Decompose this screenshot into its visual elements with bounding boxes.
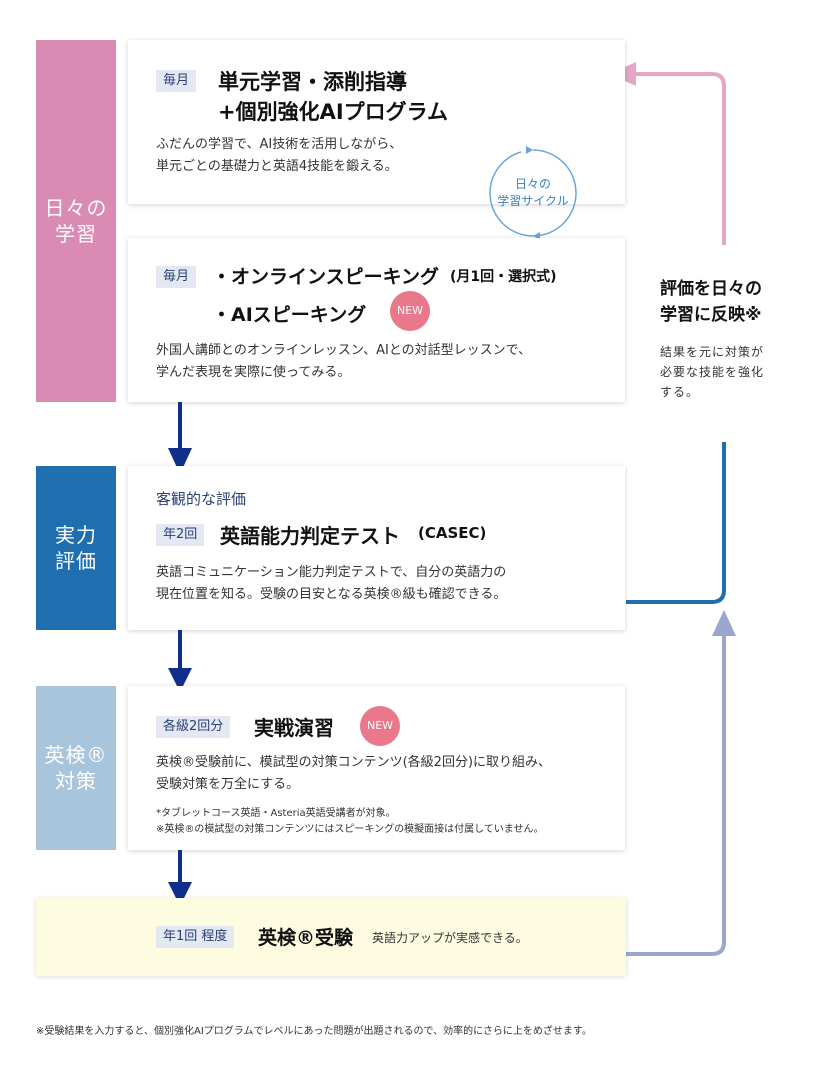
card-description: 英語力アップが実感できる。 <box>372 931 528 945</box>
frequency-tag: 年1回 程度 <box>156 926 235 948</box>
card-title-note: (月1回・選択式) <box>450 269 557 285</box>
card-eiken-exam: 年1回 程度 英検®受験 英語力アップが実感できる。 <box>36 898 626 976</box>
frequency-tag: 毎月 <box>156 70 197 92</box>
card-practice: 各級2回分 実戦演習 NEW 英検®受験前に、模試型の対策コンテンツ(各級2回分… <box>128 686 625 850</box>
card-title-line1: ・オンラインスピーキング <box>212 266 440 288</box>
card-description: 英検®受験前に、模試型の対策コンテンツ(各級2回分)に取り組み、 受験対策を万全… <box>156 755 552 792</box>
card-title: 英検®受験 <box>258 927 354 949</box>
down-arrow-1 <box>168 402 192 474</box>
card-casec-test: 客観的な評価 年2回 英語能力判定テスト (CASEC) 英語コミュニケーション… <box>128 466 625 630</box>
feedback-box: 評価を日々の 学習に反映※ 結果を元に対策が 必要な技能を強化 する。 <box>644 246 806 442</box>
card-notes: *タブレットコース英語・Asteria英語受講者が対象。 ※英検®の模試型の対策… <box>156 808 544 835</box>
new-badge: NEW <box>390 291 430 331</box>
card-title-line1: 単元学習・添削指導 <box>218 70 407 94</box>
feedback-description: 結果を元に対策が 必要な技能を強化 する。 <box>660 345 765 399</box>
card-description: 英語コミュニケーション能力判定テストで、自分の英語力の 現在位置を知る。受験の目… <box>156 565 507 602</box>
card-title: 実戦演習 <box>254 716 334 740</box>
footnote: ※受験結果を入力すると、個別強化AIプログラムでレベルにあった問題が出題されるの… <box>36 1026 592 1037</box>
cycle-circle-icon <box>489 146 577 240</box>
card-description: 外国人講師とのオンラインレッスン、AIとの対話型レッスンで、 学んだ表現を実際に… <box>156 343 532 380</box>
sidebar-daily: 日々の 学習 <box>36 40 116 402</box>
frequency-tag: 年2回 <box>156 524 205 546</box>
card-title-line2: +個別強化AIプログラム <box>218 100 449 124</box>
card-title-line2: ・AIスピーキング <box>212 304 367 326</box>
card-unit-study: 毎月 単元学習・添削指導 +個別強化AIプログラム ふだんの学習で、AI技術を活… <box>128 40 625 204</box>
cycle-label: 日々の 学習サイクル <box>497 177 569 208</box>
light-arrow-head <box>712 610 736 636</box>
down-arrow-3 <box>168 850 192 906</box>
card-speaking: 毎月 ・オンラインスピーキング (月1回・選択式) ・AIスピーキング NEW … <box>128 238 625 402</box>
card-description: ふだんの学習で、AI技術を活用しながら、 単元ごとの基礎力と英語4技能を鍛える。 <box>156 137 403 174</box>
down-arrow-2 <box>168 630 192 692</box>
sidebar-eval: 実力 評価 <box>36 466 116 630</box>
sidebar-eiken: 英検® 対策 <box>36 686 116 850</box>
feedback-title: 評価を日々の 学習に反映※ <box>660 279 762 325</box>
card-title: 英語能力判定テスト <box>220 524 400 548</box>
card-title-note: (CASEC) <box>418 524 487 542</box>
card-subtitle: 客観的な評価 <box>156 490 247 508</box>
new-badge: NEW <box>360 706 400 746</box>
frequency-tag: 毎月 <box>156 266 197 288</box>
frequency-tag: 各級2回分 <box>156 716 231 738</box>
